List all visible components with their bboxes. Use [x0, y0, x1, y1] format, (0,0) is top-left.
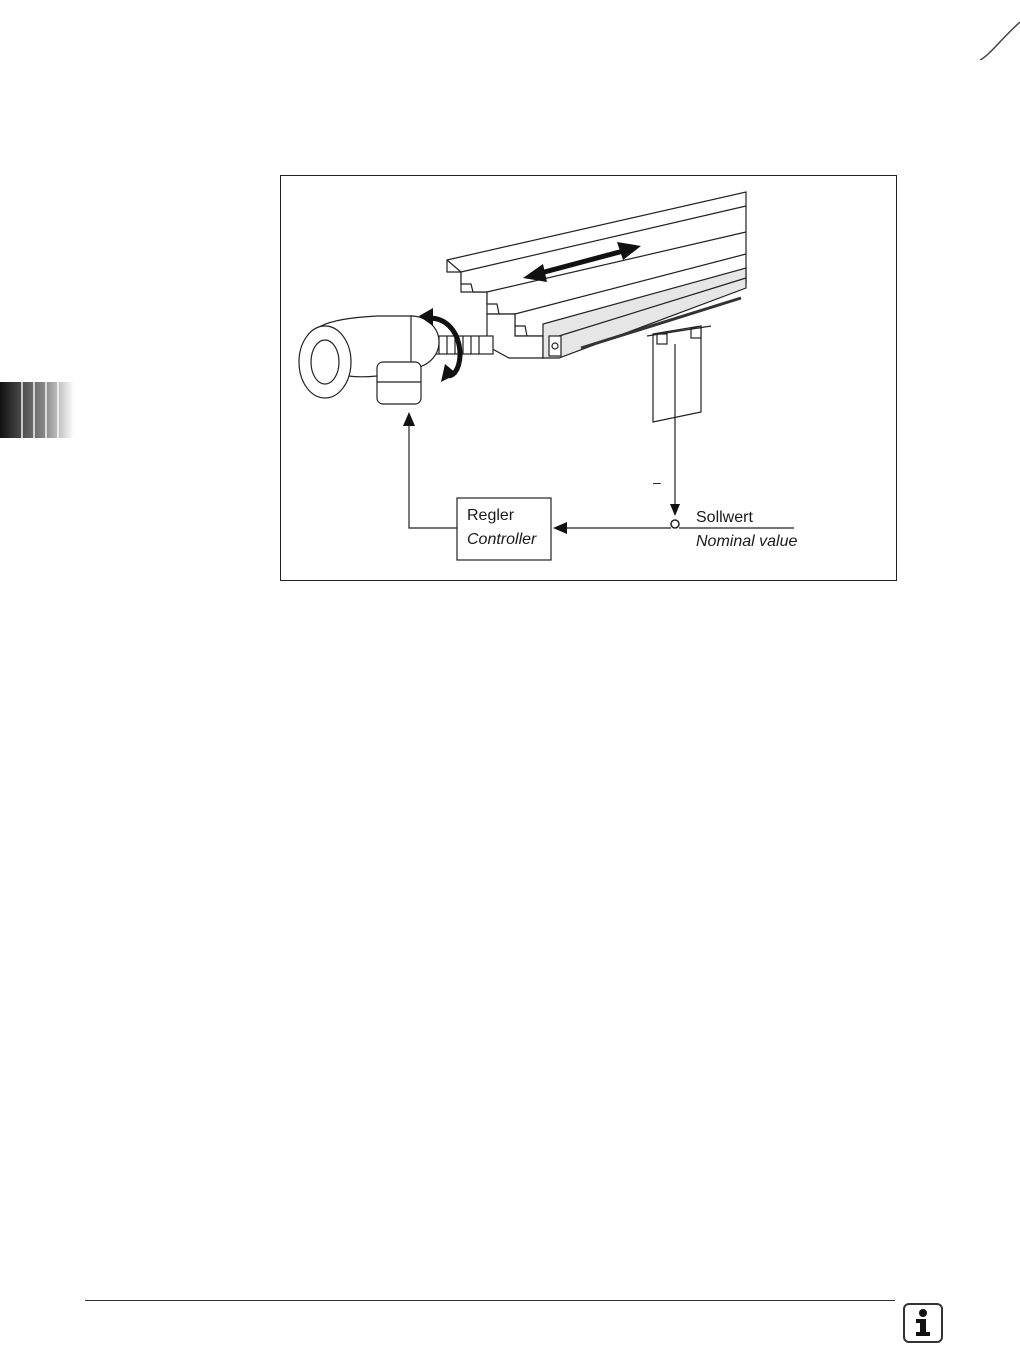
footer-rule: [85, 1300, 895, 1301]
header-rule: [0, 0, 1020, 60]
info-icon[interactable]: [903, 1303, 943, 1343]
controller-label-en: Controller: [467, 530, 536, 550]
machine-illustration: [281, 176, 896, 580]
info-glyph-icon: [912, 1308, 934, 1338]
servo-motor: [299, 316, 439, 404]
minus-sign-label: –: [653, 472, 661, 492]
nominal-label-de: Sollwert: [696, 508, 753, 528]
scanning-head: [647, 326, 711, 422]
summing-junction: [671, 520, 679, 528]
nominal-label-en: Nominal value: [696, 532, 797, 552]
chapter-tab-icon: [0, 382, 74, 438]
control-loop-figure: Regler Controller – Sollwert Nominal val…: [280, 175, 897, 581]
controller-label-de: Regler: [467, 506, 514, 526]
